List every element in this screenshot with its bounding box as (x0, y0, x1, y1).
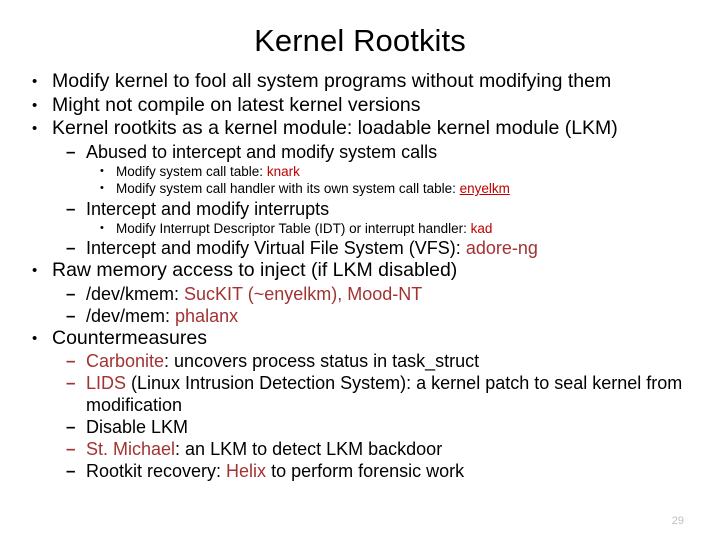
bullet-marker: • (32, 329, 38, 347)
bullet-text-before: /dev/kmem: (86, 283, 185, 304)
bullet-text: Carbonite: uncovers process status in ta… (86, 350, 706, 372)
bullet-text: Raw memory access to inject (if LKM disa… (52, 259, 458, 281)
bullet-modify-syscall-handler: • Modify system call handler with its own… (14, 180, 706, 198)
bullet-marker: • (100, 221, 104, 234)
highlight-term[interactable]: enyelkm (459, 181, 510, 196)
bullet-text: Modify system call table: knark (116, 163, 706, 181)
bullet-marker: – (66, 417, 76, 436)
bullet-modify-kernel: • Modify kernel to fool all system progra… (14, 70, 706, 94)
bullet-text: Countermeasures (52, 326, 207, 349)
page-number: 29 (671, 515, 684, 527)
bullet-text: Rootkit recovery: Helix to perform foren… (86, 460, 706, 482)
highlight-term: Helix (226, 461, 267, 481)
bullet-marker: • (32, 73, 38, 90)
bullet-text-after: : uncovers process status in task_struct (164, 351, 480, 371)
bullet-text: Modify system call handler with its own … (116, 180, 706, 198)
bullet-text-before: /dev/mem: (86, 305, 176, 326)
bullet-disable-lkm: –Disable LKM (14, 416, 706, 438)
bullet-raw-memory-access: • Raw memory access to inject (if LKM dis… (14, 259, 706, 283)
bullet-countermeasures: • Countermeasures (14, 327, 706, 351)
highlight-term: SucKIT (~enyelkm), Mood-NT (184, 283, 423, 304)
bullet-marker: – (66, 373, 76, 392)
bullet-might-not-compile: • Might not compile on latest kernel vers… (14, 94, 706, 118)
bullet-text: Abused to intercept and modify system ca… (86, 141, 438, 162)
bullet-dev-kmem: –/dev/kmem: SucKIT (~enyelkm), Mood-NT (14, 283, 706, 305)
bullet-text: /dev/kmem: SucKIT (~enyelkm), Mood-NT (86, 283, 706, 305)
bullet-marker: – (66, 305, 76, 325)
bullet-text-before: Modify system call handler with its own … (116, 181, 460, 196)
bullet-modify-idt: • Modify Interrupt Descriptor Table (IDT)… (14, 220, 706, 238)
bullet-text: /dev/mem: phalanx (86, 305, 706, 327)
bullet-text: Intercept and modify Virtual File System… (86, 237, 706, 259)
bullet-text-before: Modify Interrupt Descriptor Table (IDT) … (116, 220, 471, 236)
bullet-lids: –LIDS (Linux Intrusion Detection System)… (14, 372, 706, 416)
page-title: Kernel Rootkits (254, 23, 466, 58)
bullet-text: Might not compile on latest kernel versi… (52, 93, 421, 116)
highlight-term: St. Michael (86, 439, 176, 459)
bullet-abused-intercept-syscalls: –Abused to intercept and modify system c… (14, 141, 706, 163)
bullet-marker: • (32, 96, 38, 114)
bullet-marker: – (66, 439, 76, 458)
bullet-intercept-modify-vfs: –Intercept and modify Virtual File Syste… (14, 237, 706, 259)
bullet-text-after: (Linux Intrusion Detection System): a ke… (86, 373, 683, 415)
bullet-text: Modify Interrupt Descriptor Table (IDT) … (116, 220, 706, 238)
bullet-marker: – (66, 461, 76, 480)
highlight-term: phalanx (175, 305, 239, 326)
highlight-term: knark (266, 163, 300, 179)
bullet-text-before: Rootkit recovery: (86, 461, 227, 481)
bullet-marker: • (32, 120, 38, 137)
bullet-text: St. Michael: an LKM to detect LKM backdo… (86, 438, 706, 460)
bullet-text-before: Modify system call table: (116, 163, 267, 179)
bullet-rootkit-recovery: –Rootkit recovery: Helix to perform fore… (14, 460, 706, 482)
bullet-dev-mem: –/dev/mem: phalanx (14, 305, 706, 327)
bullet-text-before: Intercept and modify Virtual File System… (86, 238, 466, 258)
bullet-marker: – (66, 238, 76, 257)
bullet-text: Kernel rootkits as a kernel module: load… (52, 117, 618, 139)
bullet-st-michael: –St. Michael: an LKM to detect LKM backd… (14, 438, 706, 460)
bullet-marker: • (100, 164, 104, 177)
bullet-text: Disable LKM (86, 417, 189, 437)
bullet-marker: – (66, 351, 76, 370)
highlight-term: adore-ng (465, 238, 538, 258)
bullet-marker: – (66, 198, 76, 218)
bullet-text: Modify kernel to fool all system program… (52, 70, 612, 92)
slide-body: • Modify kernel to fool all system progra… (0, 64, 720, 482)
bullet-marker: – (66, 141, 76, 161)
bullet-text-after: : an LKM to detect LKM backdoor (175, 439, 443, 459)
highlight-term: kad (470, 220, 493, 236)
bullet-carbonite: –Carbonite: uncovers process status in t… (14, 350, 706, 372)
highlight-term: Carbonite (86, 351, 165, 371)
bullet-marker: • (32, 262, 38, 279)
bullet-text: Intercept and modify interrupts (86, 198, 330, 219)
bullet-modify-syscall-table: • Modify system call table: knark (14, 163, 706, 181)
bullet-intercept-modify-interrupts: –Intercept and modify interrupts (14, 198, 706, 220)
bullet-text: LIDS (Linux Intrusion Detection System):… (86, 372, 706, 416)
bullet-marker: • (100, 182, 104, 194)
highlight-term: LIDS (86, 373, 127, 393)
bullet-text-after: to perform forensic work (266, 461, 465, 481)
bullet-kernel-rootkits-lkm: • Kernel rootkits as a kernel module: loa… (14, 117, 706, 141)
bullet-marker: – (66, 283, 76, 303)
